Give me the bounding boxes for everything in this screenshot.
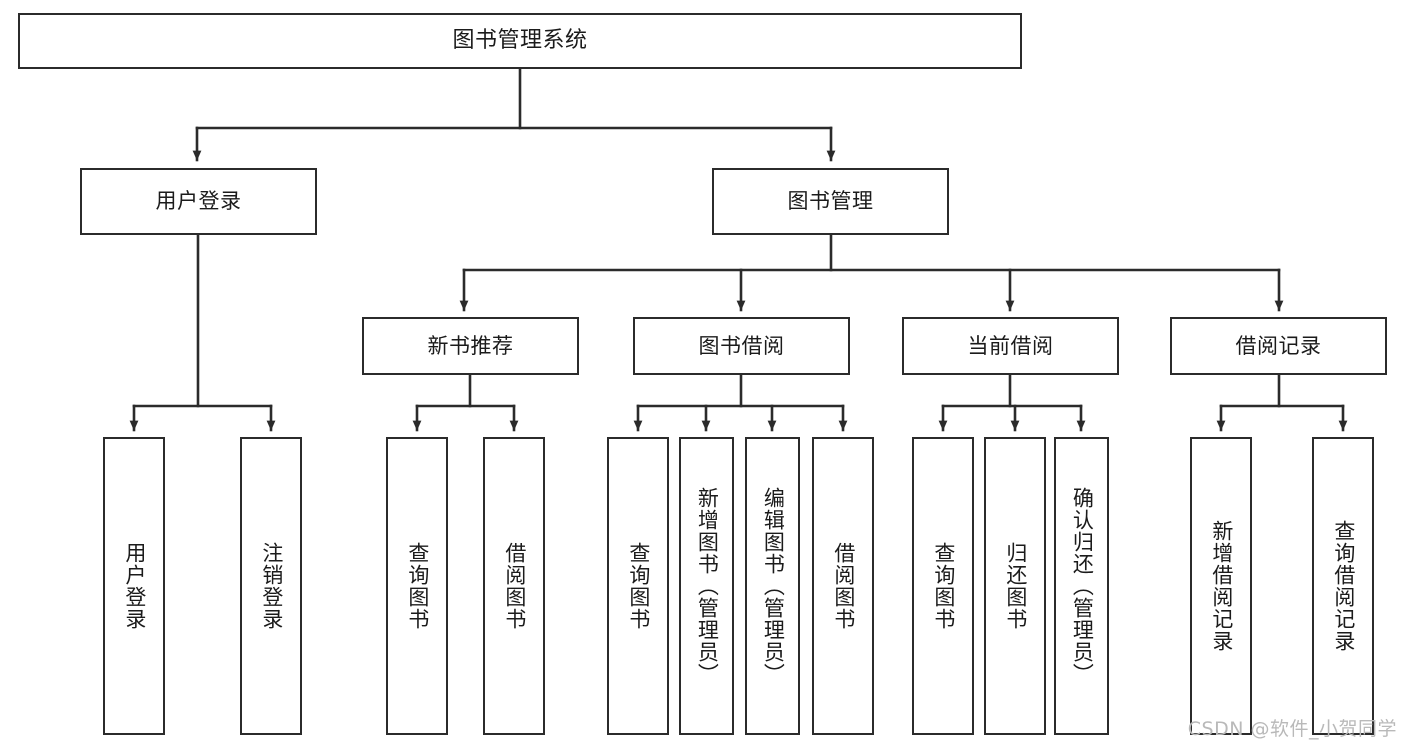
node-leaf-return-book[interactable]: 归还图书: [984, 437, 1046, 735]
node-leaf-return-book-label: 归还图书: [1003, 542, 1028, 630]
node-leaf-user-login[interactable]: 用户登录: [103, 437, 165, 735]
node-leaf-query-record-label: 查询借阅记录: [1331, 520, 1356, 652]
node-leaf-query-book-2-label: 查询图书: [626, 542, 651, 630]
node-current-borrow[interactable]: 当前借阅: [902, 317, 1119, 375]
node-user-login[interactable]: 用户登录: [80, 168, 317, 235]
node-leaf-confirm-return-label: 确认归还（管理员）: [1070, 487, 1095, 685]
node-leaf-borrow-book-1-label: 借阅图书: [502, 542, 527, 630]
node-leaf-query-book-1[interactable]: 查询图书: [386, 437, 448, 735]
node-leaf-user-login-label: 用户登录: [122, 542, 147, 630]
node-book-borrow[interactable]: 图书借阅: [633, 317, 850, 375]
node-book-manage-label: 图书管理: [787, 189, 874, 213]
node-leaf-query-book-3-label: 查询图书: [931, 542, 956, 630]
node-root-label: 图书管理系统: [452, 28, 588, 53]
node-leaf-add-record[interactable]: 新增借阅记录: [1190, 437, 1252, 735]
node-borrow-record[interactable]: 借阅记录: [1170, 317, 1387, 375]
node-leaf-add-record-label: 新增借阅记录: [1209, 520, 1234, 652]
node-leaf-logout[interactable]: 注销登录: [240, 437, 302, 735]
node-leaf-edit-book-label: 编辑图书（管理员）: [761, 487, 786, 685]
node-leaf-add-book-label: 新增图书（管理员）: [695, 487, 720, 685]
node-new-book-rec[interactable]: 新书推荐: [362, 317, 579, 375]
node-leaf-query-book-3[interactable]: 查询图书: [912, 437, 974, 735]
node-leaf-query-book-2[interactable]: 查询图书: [607, 437, 669, 735]
node-leaf-logout-label: 注销登录: [259, 542, 284, 630]
node-current-borrow-label: 当前借阅: [967, 333, 1054, 358]
node-leaf-query-record[interactable]: 查询借阅记录: [1312, 437, 1374, 735]
node-leaf-edit-book[interactable]: 编辑图书（管理员）: [745, 437, 800, 735]
node-root[interactable]: 图书管理系统: [18, 13, 1022, 69]
node-leaf-query-book-1-label: 查询图书: [405, 542, 430, 630]
node-leaf-borrow-book-1[interactable]: 借阅图书: [483, 437, 545, 735]
node-book-borrow-label: 图书借阅: [698, 333, 785, 358]
watermark: CSDN @软件_小贺同学: [1187, 718, 1397, 740]
node-borrow-record-label: 借阅记录: [1235, 333, 1322, 358]
node-user-login-label: 用户登录: [155, 189, 242, 213]
node-leaf-borrow-book-2[interactable]: 借阅图书: [812, 437, 874, 735]
node-new-book-rec-label: 新书推荐: [427, 333, 514, 358]
node-leaf-confirm-return[interactable]: 确认归还（管理员）: [1054, 437, 1109, 735]
node-book-manage[interactable]: 图书管理: [712, 168, 949, 235]
node-leaf-add-book[interactable]: 新增图书（管理员）: [679, 437, 734, 735]
node-leaf-borrow-book-2-label: 借阅图书: [831, 542, 856, 630]
